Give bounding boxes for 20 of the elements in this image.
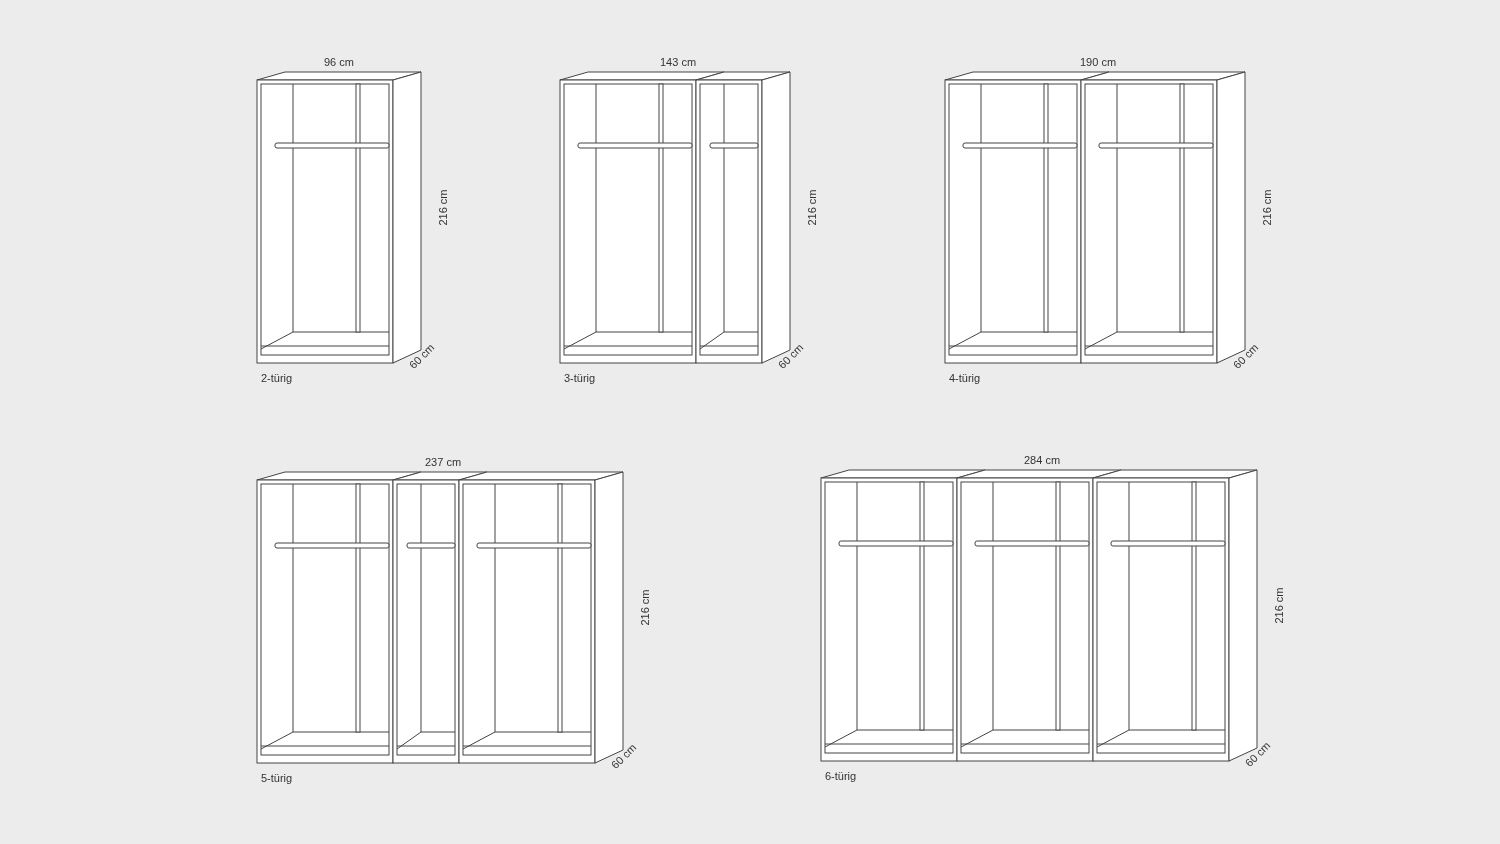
- dimension-label: 216 cm: [437, 188, 449, 226]
- dimension-label: 237 cm: [425, 457, 462, 468]
- wardrobe-name: 3-türig: [564, 373, 596, 384]
- wardrobe-name: 2-türig: [261, 373, 293, 384]
- dimension-label: 60 cm: [407, 342, 437, 371]
- dimension-label: 216 cm: [639, 588, 651, 626]
- dimension-label: 190 cm: [1080, 57, 1117, 68]
- dimension-label: 216 cm: [1261, 188, 1273, 226]
- dimension-label: 96 cm: [324, 57, 354, 68]
- dimension-label: 143 cm: [660, 57, 697, 68]
- dimension-label: 60 cm: [1231, 342, 1261, 371]
- dimension-label: 284 cm: [1024, 455, 1061, 466]
- dimension-label: 60 cm: [609, 742, 639, 771]
- wardrobe-name: 6-türig: [825, 771, 857, 782]
- dimension-label: 60 cm: [776, 342, 806, 371]
- wardrobe-name: 5-türig: [261, 773, 293, 784]
- dimension-label: 60 cm: [1243, 740, 1273, 769]
- dimension-label: 216 cm: [1273, 586, 1285, 624]
- wardrobe-name: 4-türig: [949, 373, 981, 384]
- dimension-label: 216 cm: [806, 188, 818, 226]
